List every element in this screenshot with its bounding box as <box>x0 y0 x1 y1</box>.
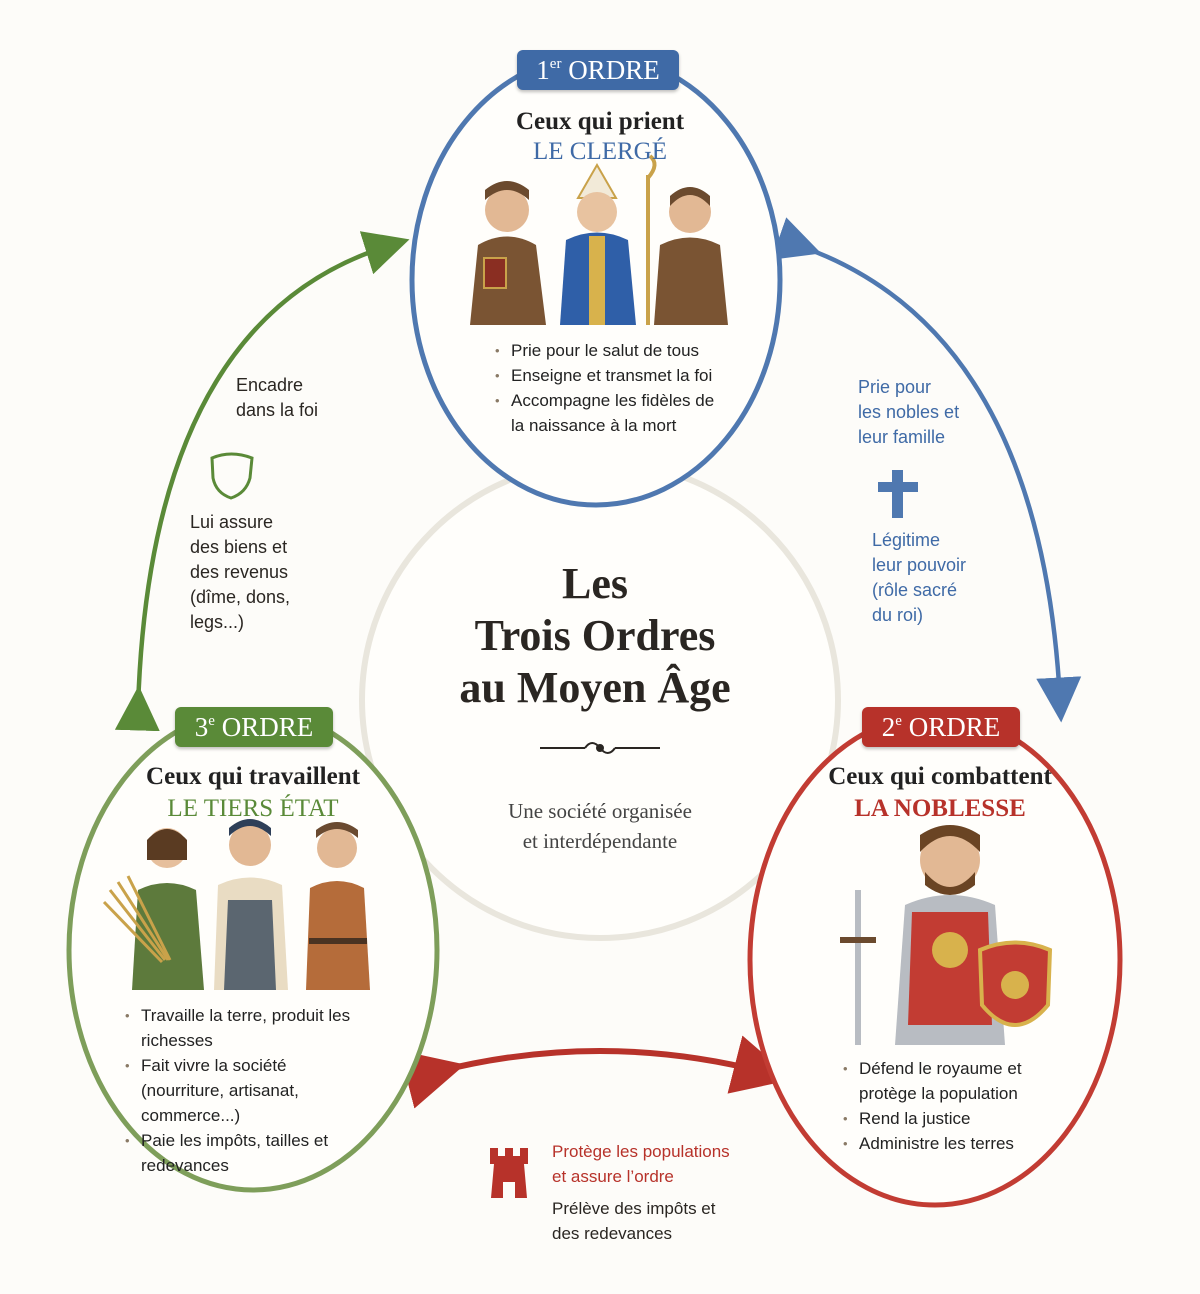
second-order-word: ORDRE <box>908 712 1001 742</box>
note-line: du roi) <box>872 605 924 625</box>
clergy-heading: Ceux qui prient <box>515 108 685 135</box>
third-order-word: ORDRE <box>221 712 314 742</box>
note-line: Légitime <box>872 530 941 550</box>
note-line: (rôle sacré <box>872 580 958 600</box>
relation-preleve: Prélève des impôts et des redevances <box>552 1196 715 1246</box>
note-line: et assure l’ordre <box>552 1167 674 1186</box>
third-estate-illustration <box>102 819 370 990</box>
second-order-sup: e <box>895 713 902 729</box>
first-order-sup: er <box>549 56 562 72</box>
list-item: Paie les impôts, tailles et redevances <box>125 1128 355 1178</box>
note-line: (dîme, dons, <box>190 587 291 607</box>
subtitle: Une société organisée et interdépendante <box>440 796 760 856</box>
note-line: Encadre <box>236 375 304 395</box>
title-line: Trois Ordres <box>474 611 716 660</box>
arrow-clergy-noble <box>800 246 1060 700</box>
list-item: Rend la justice <box>843 1106 1073 1131</box>
first-order-num: 1 <box>536 55 550 85</box>
third-order-sup: e <box>208 713 215 729</box>
relation-assure: Lui assure des biens et des revenus (dîm… <box>190 510 290 635</box>
cross-icon <box>878 470 918 518</box>
title-line: Les <box>562 559 628 608</box>
first-order-badge: 1er ORDRE <box>517 50 679 90</box>
main-title: Les Trois Ordres au Moyen Âge <box>420 558 770 714</box>
first-order-word: ORDRE <box>568 55 660 85</box>
list-item: Enseigne et transmet la foi <box>495 363 725 388</box>
list-item: Fait vivre la société (nourriture, artis… <box>125 1053 355 1128</box>
note-line: legs...) <box>190 612 245 632</box>
note-line: des redevances <box>552 1224 673 1243</box>
second-order-num: 2 <box>881 712 896 742</box>
list-item: Prie pour le salut de tous <box>495 338 725 363</box>
list-item: Travaille la terre, produit les richesse… <box>125 1003 355 1053</box>
note-line: dans la foi <box>236 400 319 420</box>
noble-heading: Ceux qui combattent <box>828 763 1052 790</box>
note-line: leur pouvoir <box>872 555 967 575</box>
note-line: Prie pour <box>858 377 932 397</box>
relation-prie: Prie pour les nobles et leur famille <box>858 375 959 450</box>
list-item: Accompagne les fidèles de la naissance à… <box>495 388 725 438</box>
relation-encadre: Encadre dans la foi <box>236 373 318 423</box>
noble-illustration <box>840 825 1053 1045</box>
note-line: Prélève des impôts et <box>552 1199 716 1218</box>
note-line: Protège les populations <box>552 1142 730 1161</box>
title-line: au Moyen Âge <box>459 663 731 712</box>
relation-legitime: Légitime leur pouvoir (rôle sacré du roi… <box>872 528 966 628</box>
note-line: les nobles et <box>858 402 960 422</box>
shield-icon <box>210 452 254 500</box>
relation-protege: Protège les populations et assure l’ordr… <box>552 1139 730 1189</box>
subtitle-line: Une société organisée <box>508 799 692 823</box>
third-order-num: 3 <box>194 712 209 742</box>
noble-bullets: Défend le royaume et protège la populati… <box>843 1056 1073 1156</box>
arrow-third-noble <box>399 1035 794 1109</box>
arrow-clergy-third <box>114 231 410 732</box>
third-order-badge: 3e ORDRE <box>175 707 333 747</box>
clergy-bullets: Prie pour le salut de tous Enseigne et t… <box>495 338 725 438</box>
third-heading: Ceux qui travaillent <box>146 763 360 790</box>
tower-icon <box>490 1148 528 1198</box>
list-item: Administre les terres <box>843 1131 1073 1156</box>
note-line: des revenus <box>190 562 289 582</box>
note-line: des biens et <box>190 537 288 557</box>
clergy-illustration <box>470 154 728 325</box>
third-bullets: Travaille la terre, produit les richesse… <box>125 1003 355 1178</box>
note-line: Lui assure <box>190 512 274 532</box>
clergy-name: LE CLERGÉ <box>532 138 667 165</box>
second-order-badge: 2e ORDRE <box>862 707 1020 747</box>
arrow-clergy-nobility <box>771 217 1082 723</box>
list-item: Défend le royaume et protège la populati… <box>843 1056 1073 1106</box>
note-line: leur famille <box>858 427 946 447</box>
third-name: LE TIERS ÉTAT <box>167 795 339 822</box>
ornament-divider <box>540 742 660 754</box>
noble-name: LA NOBLESSE <box>854 795 1026 822</box>
subtitle-line: et interdépendante <box>522 829 678 853</box>
